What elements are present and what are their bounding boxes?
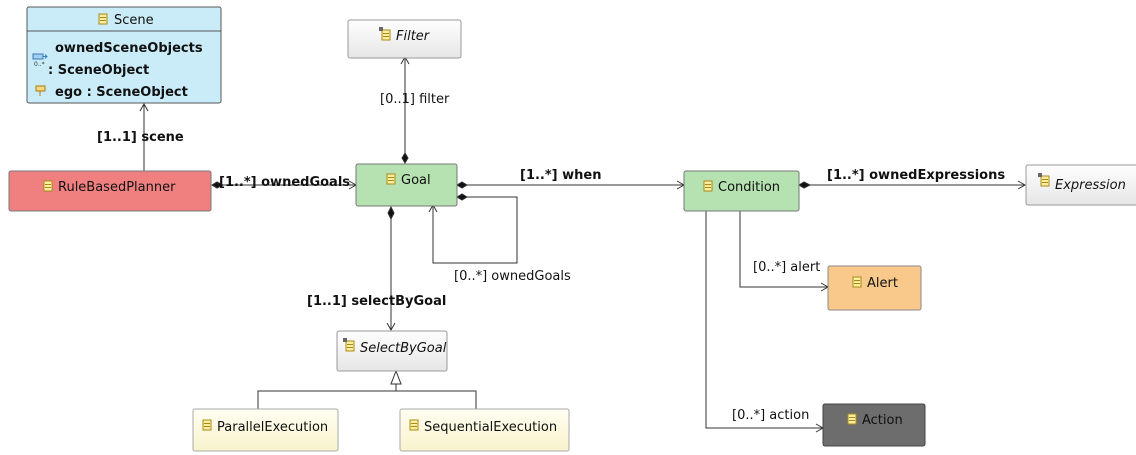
scene-class[interactable]: Scene 0..* ownedSceneObjects : SceneObje…: [26, 6, 222, 104]
goal-self-composition-diamond: [456, 193, 468, 201]
select-by-goal-class-name: SelectByGoal: [360, 341, 447, 356]
action-association-label: [0..*] action: [732, 408, 809, 423]
action-class-name: Action: [862, 413, 903, 428]
parallel-execution-class-name: ParallelExecution: [217, 420, 328, 435]
owned-expressions-association-label: [1..*] ownedExpressions: [827, 168, 1005, 183]
class-icon: [202, 419, 212, 431]
when-composition-diamond: [456, 181, 468, 189]
scene-attribute-ego: ego : SceneObject: [55, 85, 188, 100]
goal-class[interactable]: Goal: [355, 163, 458, 207]
class-icon: [703, 180, 713, 192]
expression-class-name: Expression: [1055, 178, 1126, 193]
abstract-class-icon: [379, 27, 391, 41]
select-by-goal-arrowhead: [386, 322, 396, 332]
filter-class[interactable]: Filter: [347, 19, 462, 59]
select-by-goal-composition-diamond: [387, 205, 395, 221]
alert-association-label: [0..*] alert: [753, 260, 820, 275]
scene-arrowhead: [139, 102, 149, 112]
scene-association-label: [1..1] scene: [97, 130, 184, 145]
select-by-goal-association-label: [1..1] selectByGoal: [307, 294, 446, 309]
rule-based-planner-class[interactable]: RuleBasedPlanner: [8, 170, 212, 212]
scene-class-name: Scene: [114, 13, 154, 28]
expression-class[interactable]: Expression: [1025, 164, 1136, 206]
generalization-line: [257, 384, 477, 409]
condition-class-name: Condition: [718, 180, 780, 195]
class-icon: [386, 173, 396, 185]
alert-association-line: [739, 207, 828, 288]
alert-class[interactable]: Alert: [827, 265, 922, 311]
action-association-line: [705, 207, 823, 429]
owned-goals-association-label: [1..*] ownedGoals: [219, 175, 350, 190]
goal-class-name: Goal: [401, 173, 431, 188]
abstract-class-icon: [343, 338, 355, 352]
filter-class-name: Filter: [396, 29, 431, 44]
abstract-class-icon: [1038, 173, 1050, 187]
class-icon: [852, 276, 862, 288]
scene-attribute-owned-scene-objects: ownedSceneObjects: [55, 41, 203, 56]
alert-class-name: Alert: [867, 276, 898, 291]
filter-composition-diamond: [401, 152, 409, 164]
svg-text:0..*: 0..*: [34, 61, 45, 68]
rule-based-planner-class-name: RuleBasedPlanner: [58, 180, 176, 195]
class-icon: [98, 13, 108, 25]
reference-icon: [35, 85, 46, 96]
sequential-execution-class-name: SequentialExecution: [424, 420, 557, 435]
connectors: [139, 55, 1027, 433]
class-icon: [847, 413, 857, 425]
condition-class[interactable]: Condition: [683, 170, 800, 212]
owned-goals-composition-diamond: [211, 181, 225, 189]
goal-self-association-line: [432, 196, 518, 264]
generalization-triangle: [390, 369, 402, 385]
parallel-execution-class[interactable]: ParallelExecution: [192, 408, 339, 452]
owned-expressions-arrowhead: [1017, 180, 1027, 190]
goal-self-association-label: [0..*] ownedGoals: [454, 269, 571, 284]
filter-association-label: [0..1] filter: [380, 92, 450, 107]
scene-attribute-owned-scene-objects-type: : SceneObject: [48, 63, 149, 78]
owned-expressions-composition-diamond: [798, 181, 812, 189]
reference-icon: 0..*: [32, 53, 48, 68]
class-icon: [43, 180, 53, 192]
class-icon: [409, 419, 419, 431]
sequential-execution-class[interactable]: SequentialExecution: [399, 408, 570, 452]
select-by-goal-class[interactable]: SelectByGoal: [336, 330, 448, 372]
when-association-label: [1..*] when: [520, 168, 601, 183]
action-class[interactable]: Action: [822, 403, 926, 447]
